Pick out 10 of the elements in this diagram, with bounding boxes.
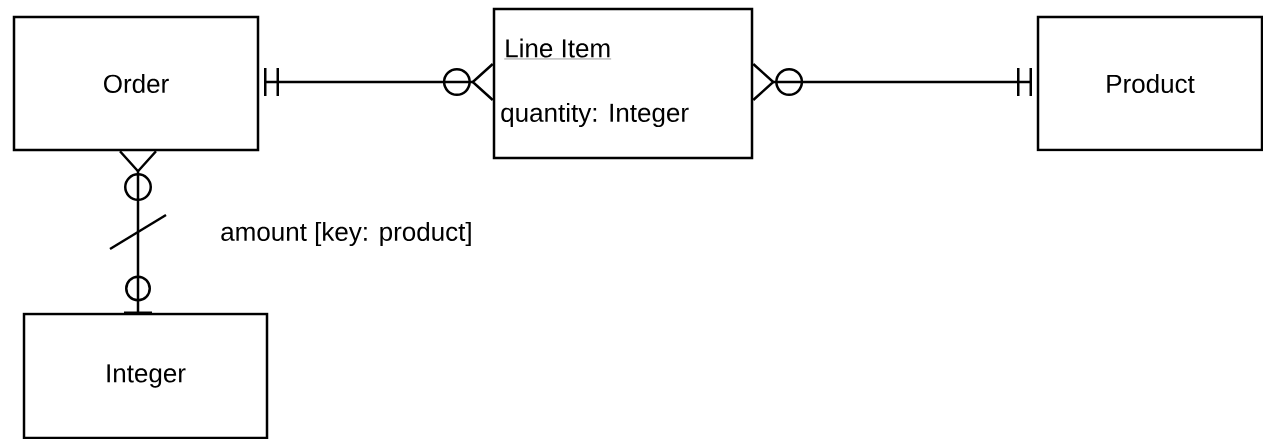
relationship-line <box>752 63 1032 101</box>
class-name: Line Item <box>504 38 612 60</box>
attribute-text: quantity: Integer <box>501 102 689 128</box>
class-box <box>492 7 754 160</box>
relationship-line <box>109 150 167 314</box>
entity-box: Integer <box>22 312 269 439</box>
relationship-line <box>264 63 494 101</box>
edge-label: amount [key: product] <box>218 219 475 249</box>
entity-box: Order <box>12 15 260 152</box>
entity-box: Product <box>1036 15 1263 152</box>
